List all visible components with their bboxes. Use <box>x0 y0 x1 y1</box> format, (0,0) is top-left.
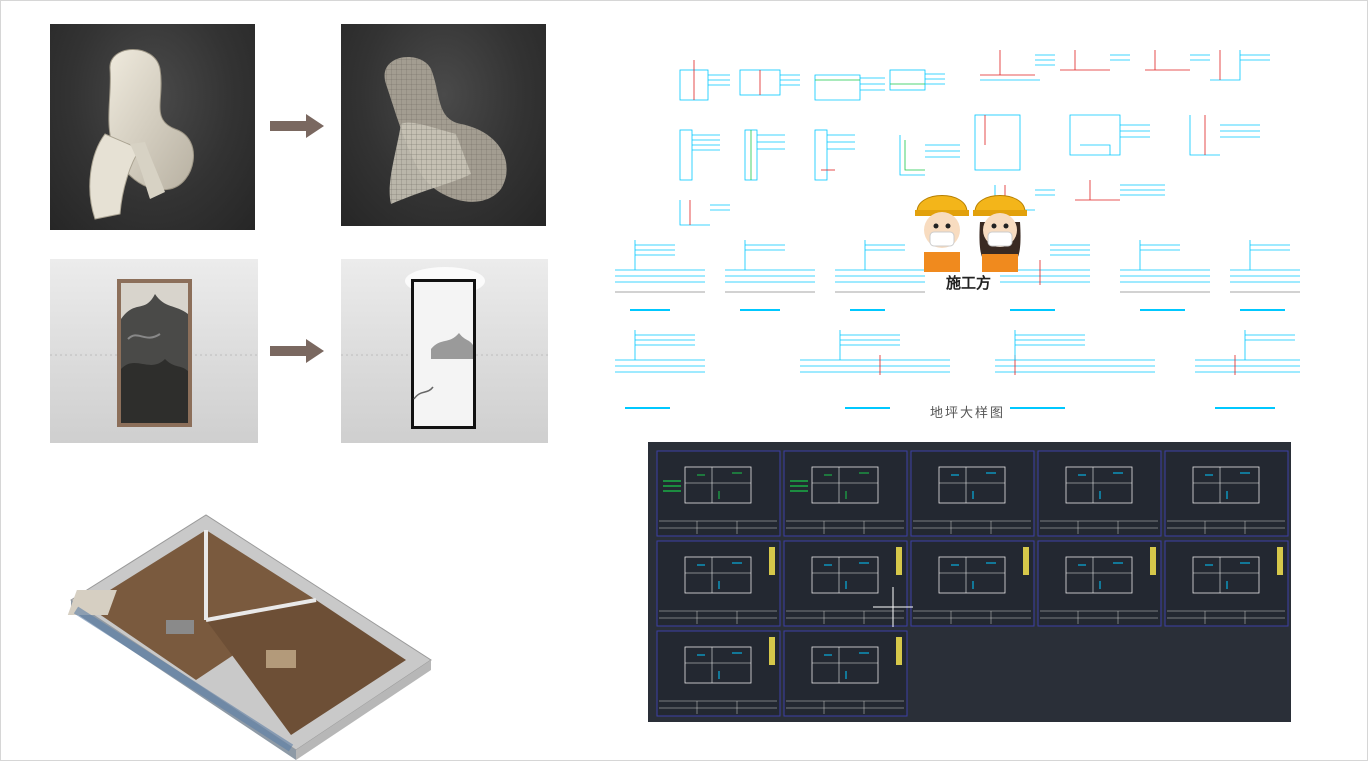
cad-sheet <box>783 540 908 627</box>
isometric-floor-plan-render <box>66 510 438 760</box>
worker-mascot-icon: 施工方 <box>912 182 1032 292</box>
section-caption: 地坪大样图 <box>930 406 1006 421</box>
cad-sheet <box>910 450 1035 537</box>
cad-sheet <box>1164 540 1289 627</box>
cad-sheet <box>656 540 781 627</box>
cad-detail-drawings <box>600 45 1300 415</box>
cad-sheet <box>656 630 781 717</box>
chair-render-before <box>50 24 255 230</box>
cad-layout-sheets-panel <box>648 442 1291 722</box>
cad-sheet <box>1164 450 1289 537</box>
painting-render-after <box>341 259 548 443</box>
mascot-label: 施工方 <box>946 274 992 292</box>
cad-crosshair-cursor <box>873 587 913 627</box>
cad-sheet <box>783 630 908 717</box>
cad-sheet <box>656 450 781 537</box>
chair-render-after <box>341 24 546 226</box>
cad-sheet <box>1037 450 1162 537</box>
painting-render-before <box>50 259 258 443</box>
cad-sheet <box>910 540 1035 627</box>
cad-sheet <box>1037 540 1162 627</box>
cad-sheet <box>783 450 908 537</box>
right-arrow-icon-2 <box>270 339 324 367</box>
right-arrow-icon <box>270 114 324 142</box>
